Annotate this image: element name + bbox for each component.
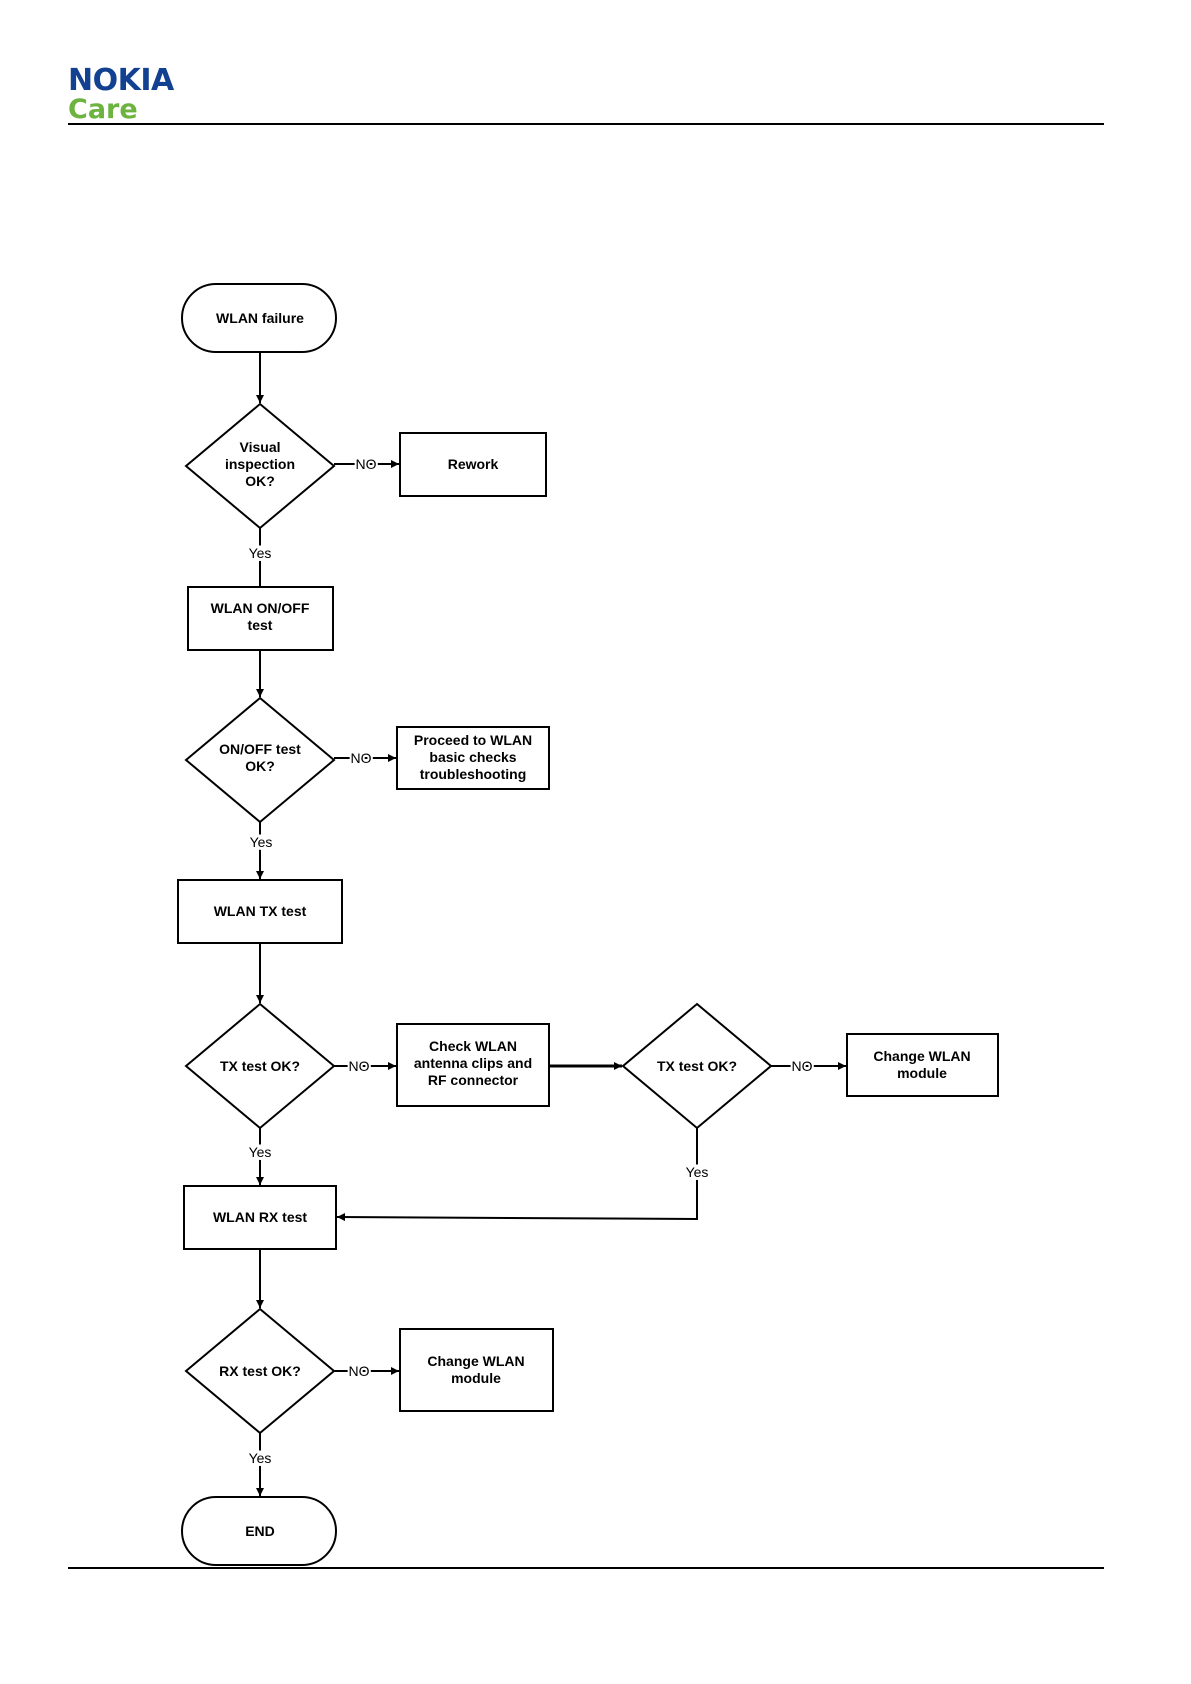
box-tx-test	[177, 879, 343, 944]
end-terminal	[181, 1496, 337, 1566]
edge-label-no: NO	[356, 456, 377, 472]
tx-test-label: WLAN TX test	[214, 903, 307, 919]
box-onoff-test	[187, 586, 334, 651]
rx-test-label: WLAN RX test	[213, 1209, 307, 1225]
d-rx-label: RX test OK?	[219, 1363, 301, 1379]
edge-label-yes: Yes	[686, 1164, 709, 1180]
box-basic-checks	[396, 726, 550, 790]
edge-label-no: NO	[351, 750, 372, 766]
d-onoff-label-line-2: OK?	[245, 758, 275, 774]
basic-checks-label-line-1: Proceed to WLAN	[414, 732, 532, 748]
basic-checks-label-line-2: basic checks	[429, 749, 516, 765]
visual-label-line-3: OK?	[245, 473, 275, 489]
visual-label-line-1: Visual	[240, 439, 281, 455]
end-label: END	[245, 1523, 275, 1539]
header-rule	[68, 123, 1104, 125]
change-module-1-label-line-1: Change WLAN	[873, 1048, 970, 1064]
visual-label-line-2: inspection	[225, 456, 295, 472]
check-antenna-label-line-2: antenna clips and	[414, 1055, 532, 1071]
start-label: WLAN failure	[216, 310, 304, 326]
edge-label-yes: Yes	[249, 1450, 272, 1466]
edge-label-no: NO	[792, 1058, 813, 1074]
box-change-module-1	[846, 1033, 999, 1097]
edge-label-no: NO	[349, 1058, 370, 1074]
edge-label-yes: Yes	[249, 545, 272, 561]
logo-brand: NOKIA	[68, 63, 174, 98]
rework-label: Rework	[448, 456, 499, 472]
check-antenna-label-line-1: Check WLAN	[429, 1038, 517, 1054]
nokia-care-logo: NOKIA Care	[68, 66, 174, 124]
d-tx2-label: TX test OK?	[657, 1058, 737, 1074]
basic-checks-label-line-3: troubleshooting	[420, 766, 527, 782]
box-rework	[399, 432, 547, 497]
change-module-2-label-line-2: module	[451, 1370, 501, 1386]
check-antenna-label-line-3: RF connector	[428, 1072, 519, 1088]
edge-label-no: NO	[349, 1363, 370, 1379]
d-tx-label: TX test OK?	[220, 1058, 300, 1074]
edge-tx2-rx-box	[336, 1128, 698, 1222]
change-module-2-label-line-1: Change WLAN	[427, 1353, 524, 1369]
onoff-test-label-line-2: test	[248, 617, 273, 633]
change-module-1-label-line-2: module	[897, 1065, 947, 1081]
footer-rule	[68, 1567, 1104, 1569]
edge-label-yes: Yes	[250, 834, 273, 850]
edge-label-yes: Yes	[249, 1144, 272, 1160]
d-onoff-label-line-1: ON/OFF test	[219, 741, 301, 757]
logo-sub: Care	[68, 94, 138, 125]
onoff-test-label-line-1: WLAN ON/OFF	[211, 600, 310, 616]
box-change-module-2	[399, 1328, 554, 1412]
